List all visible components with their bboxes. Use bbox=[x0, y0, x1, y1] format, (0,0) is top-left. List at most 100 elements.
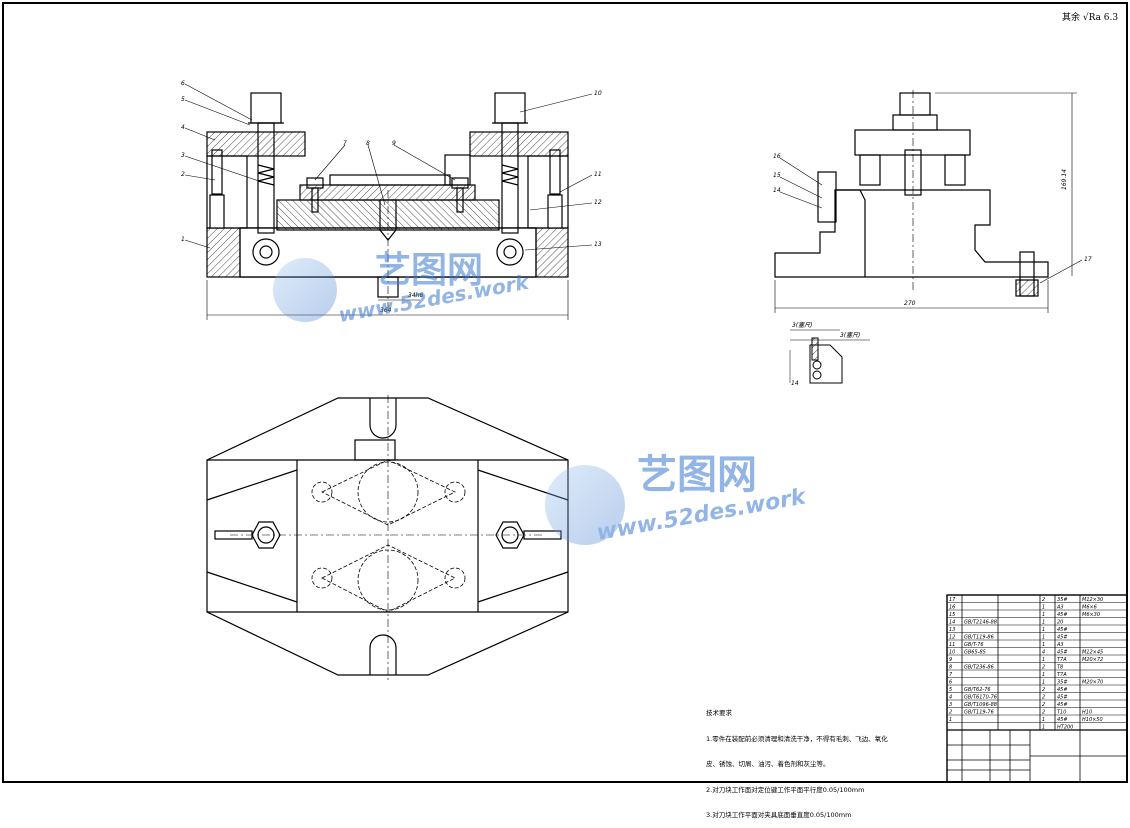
balloon-label: 2 bbox=[181, 171, 185, 178]
tech-title: 技术要求 bbox=[706, 709, 732, 717]
bom-cell-no: 11 bbox=[949, 642, 955, 648]
bom-cell-note: M20×72 bbox=[1082, 657, 1103, 663]
bom-cell-note: M6×6 bbox=[1082, 605, 1097, 611]
bom-cell-mat: HT200 bbox=[1057, 725, 1073, 731]
bom-cell-mat: 45# bbox=[1057, 702, 1068, 708]
bom-cell-qty: 4 bbox=[1042, 650, 1045, 656]
bom-cell-no: 16 bbox=[949, 605, 955, 611]
bom-cell-mat: A3 bbox=[1056, 605, 1064, 611]
balloon-label: 16 bbox=[773, 153, 781, 160]
bom-cell-note: H10 bbox=[1082, 710, 1092, 716]
bom-cell-code: GB/T-76 bbox=[964, 642, 984, 648]
bom-cell-no: 3 bbox=[949, 702, 952, 708]
bom-cell-qty: 1 bbox=[1042, 680, 1045, 686]
balloon-label: 13 bbox=[594, 241, 602, 248]
bom-cell-mat: 45# bbox=[1057, 627, 1068, 633]
bom-cell-mat: T8 bbox=[1057, 665, 1063, 671]
title-block bbox=[946, 594, 1128, 783]
balloon-label: 14 bbox=[773, 187, 781, 194]
bom-cell-no: 2 bbox=[949, 710, 952, 716]
side-view bbox=[774, 90, 1083, 313]
bom-cell-note: M6×30 bbox=[1082, 612, 1100, 618]
bom-cell-no: 17 bbox=[949, 597, 956, 603]
top-view bbox=[206, 395, 569, 680]
bom-cell-qty: 2 bbox=[1042, 687, 1045, 693]
bom-cell-qty: 1 bbox=[1042, 635, 1045, 641]
bom-cell-mat: 45# bbox=[1057, 717, 1068, 723]
balloon-label: 1 bbox=[181, 236, 185, 243]
bom-cell-mat: T7A bbox=[1057, 657, 1067, 663]
balloon-label: 5 bbox=[181, 96, 185, 103]
bom-cell-no: 5 bbox=[949, 687, 952, 693]
drawing-frame bbox=[2, 2, 1128, 783]
bom-cell-qty: 1 bbox=[1042, 620, 1045, 626]
balloon-label: 7 bbox=[343, 140, 347, 147]
bom-cell-qty: 1 bbox=[1042, 672, 1045, 678]
balloon-label: 8 bbox=[366, 140, 370, 147]
bom-cell-no: 6 bbox=[949, 680, 952, 686]
detail-view bbox=[789, 329, 870, 384]
detail-label: 3(塞尺) bbox=[792, 321, 813, 329]
bom-cell-qty: 1 bbox=[1042, 627, 1045, 633]
tech-line: 3.对刀块工作平面对夹具底面垂直度0.05/100mm bbox=[706, 811, 852, 819]
balloon-label: 17 bbox=[1084, 256, 1092, 263]
bom-cell-no: 1 bbox=[949, 717, 952, 723]
bom-cell-note: M20×70 bbox=[1082, 680, 1103, 686]
bom-cell-code: GB/T119-76 bbox=[964, 710, 994, 716]
bom-cell-code: GB/T2146-88 bbox=[964, 620, 997, 626]
bom-cell-code: GB/T6170-76 bbox=[964, 695, 997, 701]
roughness-note: 其余 √Ra 6.3 bbox=[1062, 13, 1119, 23]
bom-cell-mat: A3 bbox=[1056, 642, 1064, 648]
bom-cell-no: 9 bbox=[949, 657, 952, 663]
watermark-cn: 艺图网 bbox=[375, 250, 483, 291]
bom-cell-no: 4 bbox=[949, 695, 952, 701]
balloon-label: 9 bbox=[392, 140, 396, 147]
dimension-label: 34h6 bbox=[408, 292, 423, 299]
bom-cell-no: 8 bbox=[949, 665, 952, 671]
bom-cell-qty: 1 bbox=[1042, 612, 1045, 618]
tech-line: 皮、锈蚀、切屑、油污、着色剂和灰尘等。 bbox=[706, 760, 830, 768]
bom-cell-mat: 45# bbox=[1057, 695, 1068, 701]
watermark-cn: 艺图网 bbox=[637, 452, 757, 498]
bom-cell-qty: 1 bbox=[1042, 605, 1045, 611]
dimension-label: 270 bbox=[904, 300, 916, 307]
bom-cell-code: GB/T1096-88 bbox=[964, 702, 997, 708]
bom-cell-note: H10×50 bbox=[1082, 717, 1103, 723]
bom-cell-qty: 1 bbox=[1042, 725, 1045, 731]
bom-cell-qty: 2 bbox=[1042, 665, 1045, 671]
bom-cell-no: 13 bbox=[949, 627, 955, 633]
front-balloons: 6 5 4 3 2 1 7 8 9 10 11 12 13 364 34h6 bbox=[181, 80, 602, 314]
technical-requirements: 技术要求 1.零件在装配前必须清理和清洗干净，不得有毛刺、飞边、氧化 皮、锈蚀、… bbox=[706, 692, 888, 828]
side-balloons: 16 15 14 17 270 169.14 bbox=[773, 153, 1092, 307]
bom-cell-mat: 45# bbox=[1057, 687, 1068, 693]
balloon-label: 11 bbox=[594, 171, 602, 178]
bom-cell-code: GB/T62-76 bbox=[964, 687, 991, 693]
assembly-drawing: 6 5 4 3 2 1 7 8 9 10 11 12 13 364 34h6 bbox=[2, 2, 1128, 783]
bom-cell-mat: 45# bbox=[1057, 635, 1068, 641]
bom-cell-qty: 2 bbox=[1042, 702, 1045, 708]
bom-cell-no: 7 bbox=[949, 672, 953, 678]
bom-cell-code: GB/T119-86 bbox=[964, 635, 994, 641]
bom-cell-mat: T10 bbox=[1057, 710, 1066, 716]
bom-cell-mat: T7A bbox=[1057, 672, 1067, 678]
bom-cell-qty: 2 bbox=[1042, 710, 1045, 716]
bom-cell-code: GB/T236-86 bbox=[964, 665, 994, 671]
balloon-label: 6 bbox=[181, 80, 185, 87]
tech-line: 2.对刀块工作面对定位键工作平面平行度0.05/100mm bbox=[706, 785, 865, 794]
bom-cell-no: 15 bbox=[949, 612, 955, 618]
detail-label: 3(塞尺) bbox=[840, 331, 861, 339]
bom-cell-mat: 45# bbox=[1057, 612, 1068, 618]
dimension-label: 364 bbox=[380, 307, 392, 314]
balloon-label: 12 bbox=[594, 199, 602, 206]
balloon-label: 15 bbox=[773, 172, 781, 179]
bom-cell-no: 14 bbox=[949, 620, 955, 626]
balloon-label: 3 bbox=[181, 152, 185, 159]
bom-cell-qty: 1 bbox=[1042, 657, 1045, 663]
bom-cell-code: GB65-85 bbox=[964, 650, 986, 656]
bom-cell-no: 10 bbox=[949, 650, 955, 656]
dimension-label: 169.14 bbox=[1061, 169, 1068, 190]
balloon-label: 4 bbox=[181, 124, 185, 131]
balloon-label: 10 bbox=[594, 90, 602, 97]
bom-cell-mat: 45# bbox=[1057, 650, 1068, 656]
